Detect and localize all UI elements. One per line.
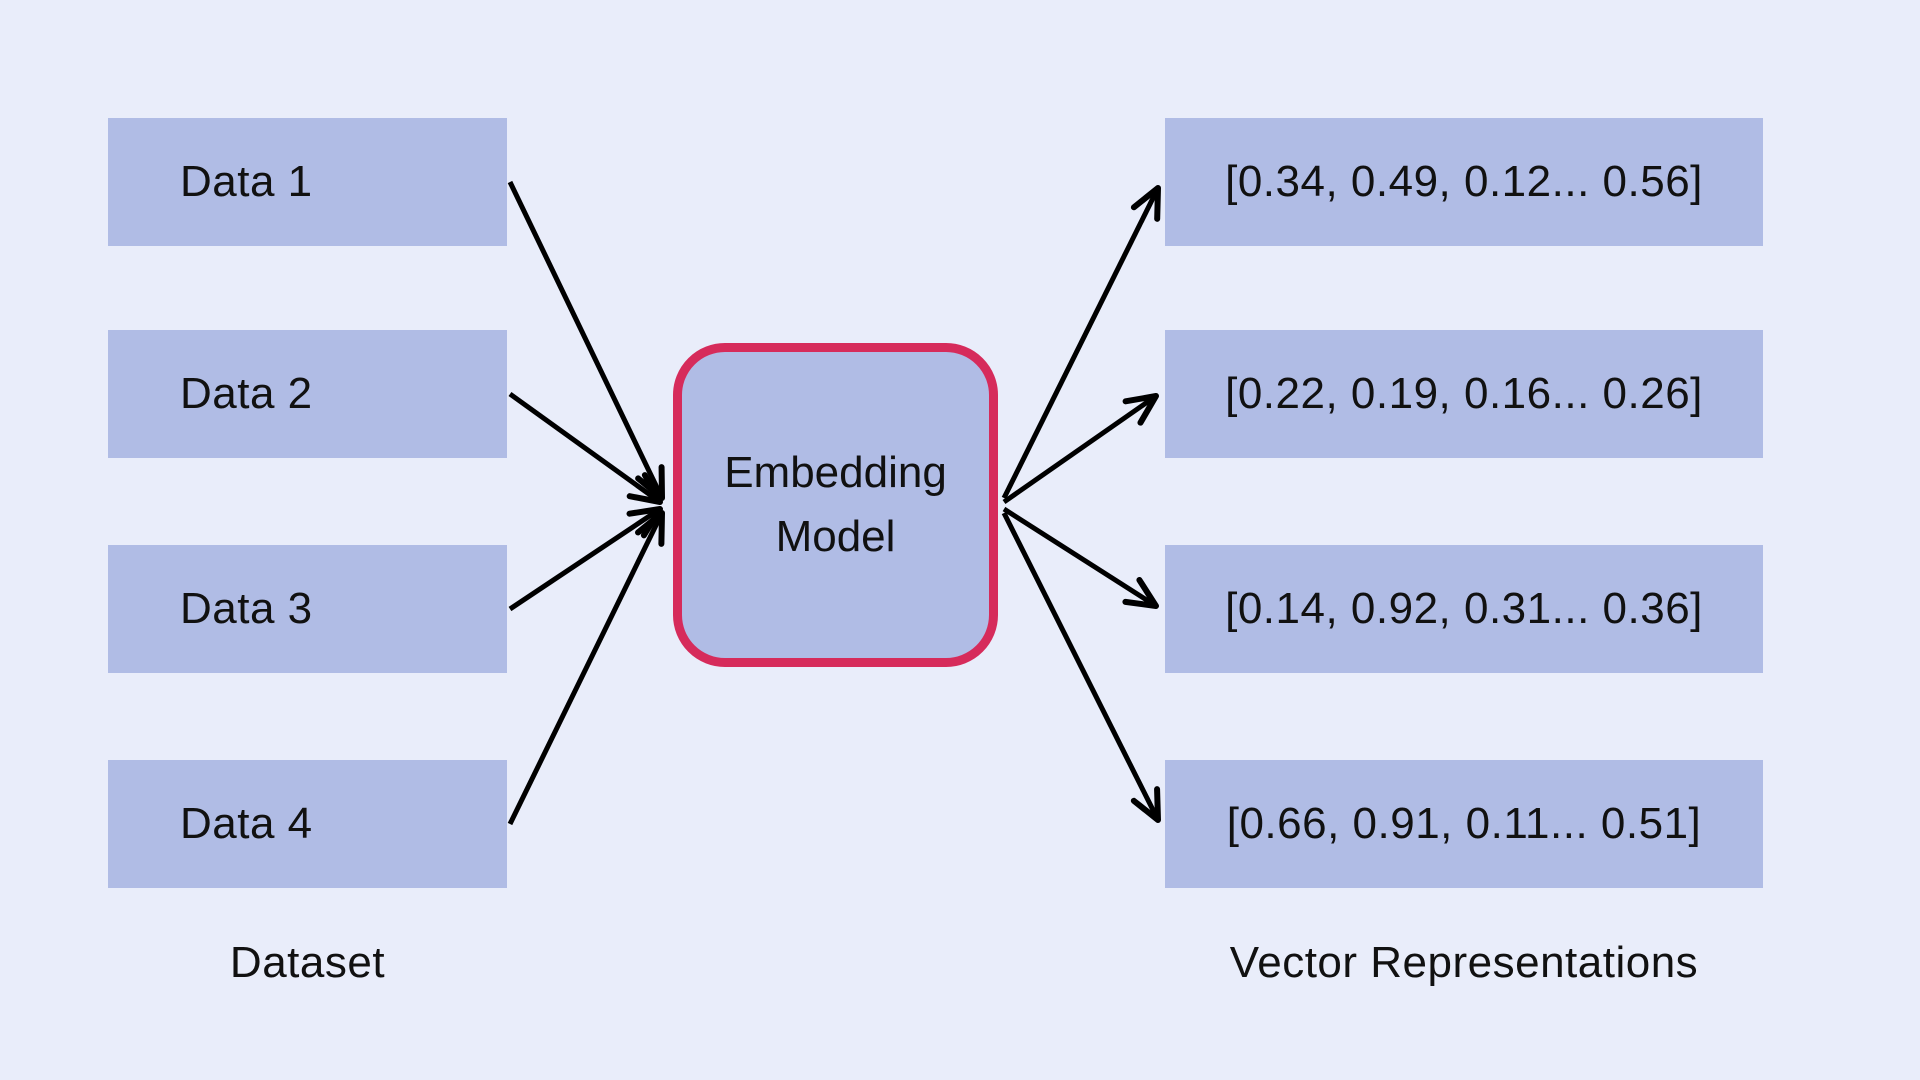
vector-box-1: [0.34, 0.49, 0.12... 0.56] [1165,118,1763,246]
vector-box-3: [0.14, 0.92, 0.31... 0.36] [1165,545,1763,673]
arrow-data1-to-model [507,180,665,501]
embedding-model-label-line1: Embedding [724,448,947,498]
vector-box-4: [0.66, 0.91, 0.11... 0.51] [1165,760,1763,888]
arrow-data2-to-model [508,391,663,505]
arrow-model-to-vector2 [1002,393,1159,505]
data-box-1-label: Data 1 [180,157,313,206]
vector-representations-column-label: Vector Representations [1229,938,1699,987]
data-box-2: Data 2 [108,330,507,458]
embedding-model-label-line2: Model [775,512,896,561]
data-box-1: Data 1 [108,118,507,246]
arrow-data4-to-model [507,510,665,826]
arrow-model-to-vector4 [1001,511,1161,823]
arrow-model-to-vector1 [1001,185,1161,500]
dataset-column-label: Dataset [229,938,386,987]
data-box-4: Data 4 [108,760,507,888]
vector-box-2: [0.22, 0.19, 0.16... 0.26] [1165,330,1763,458]
arrow-model-to-vector3 [1002,506,1159,609]
vector-box-4-value: [0.66, 0.91, 0.11... 0.51] [1226,799,1702,848]
data-box-4-label: Data 4 [180,799,313,848]
vector-box-1-value: [0.34, 0.49, 0.12... 0.56] [1225,157,1703,206]
data-box-3-label: Data 3 [180,584,313,633]
vector-box-3-value: [0.14, 0.92, 0.31... 0.36] [1225,584,1703,633]
vector-box-2-value: [0.22, 0.19, 0.16... 0.26] [1225,369,1703,418]
embedding-model-box: Embedding Model [673,343,998,667]
arrow-data3-to-model [508,506,663,612]
data-box-2-label: Data 2 [180,369,313,418]
data-box-3: Data 3 [108,545,507,673]
